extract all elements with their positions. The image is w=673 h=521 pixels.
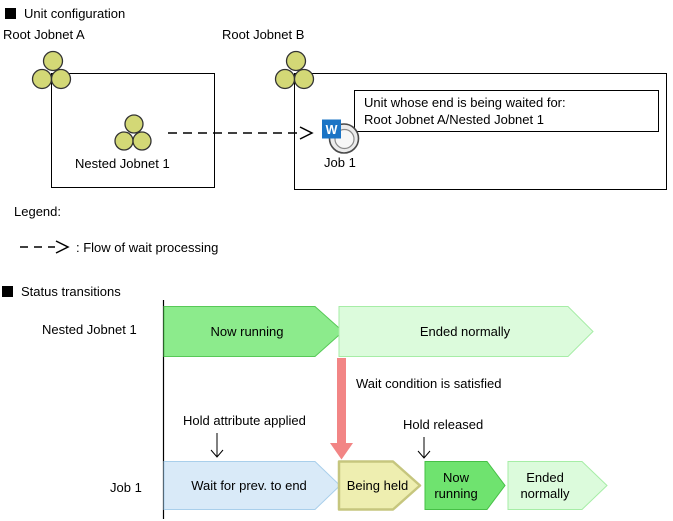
segment-ended-normally-job <box>507 461 608 510</box>
section-marker-icon <box>2 286 13 297</box>
callout-line2: Root Jobnet A/Nested Jobnet 1 <box>364 112 544 127</box>
status-transitions-heading-label: Status transitions <box>21 284 121 299</box>
annotation-hold-applied: Hold attribute applied <box>183 413 306 428</box>
job-icon: W <box>322 119 360 154</box>
segment-ended-normally-jobnet <box>338 306 594 357</box>
root-jobnet-b-label: Root Jobnet B <box>222 27 305 42</box>
segment-label-ended-normally-jobnet: Ended normally <box>419 323 511 339</box>
segment-label-ended-normally-job: Ended normally <box>520 469 570 501</box>
status-transitions-heading: Status transitions <box>2 284 121 299</box>
annotation-hold-released: Hold released <box>403 417 484 432</box>
hold-released-arrow <box>417 437 431 459</box>
segment-label-now-running-job: Now running <box>434 469 478 501</box>
wait-target-callout: Unit whose end is being waited for: Root… <box>354 90 659 132</box>
annotation-wait-satisfied: Wait condition is satisfied <box>356 376 502 391</box>
legend-wait-flow-arrow-icon <box>20 240 70 254</box>
legend-title: Legend: <box>14 204 61 219</box>
wait-badge-letter: W <box>326 123 338 137</box>
jobnet-icon <box>31 50 72 90</box>
segment-label-now-running-jobnet: Now running <box>210 323 284 339</box>
wait-flow-arrow <box>168 126 314 140</box>
segment-label-wait-for-prev: Wait for prev. to end <box>191 477 307 493</box>
job-label: Job 1 <box>324 155 356 170</box>
segment-being-held <box>337 460 422 511</box>
jobnet-icon <box>274 50 315 90</box>
unit-configuration-heading-label: Unit configuration <box>24 6 126 21</box>
segment-label-being-held: Being held <box>346 477 409 493</box>
section-marker-icon <box>5 8 16 19</box>
root-jobnet-a-label: Root Jobnet A <box>3 27 85 42</box>
row-label-job: Job 1 <box>110 480 142 495</box>
hold-applied-arrow <box>210 433 224 458</box>
nested-jobnet-icon <box>114 114 152 151</box>
segment-now-running-jobnet <box>163 306 344 357</box>
unit-configuration-heading: Unit configuration <box>5 6 125 21</box>
legend-wait-flow-label: : Flow of wait processing <box>76 240 219 255</box>
segment-now-running-job <box>424 461 506 510</box>
callout-line1: Unit whose end is being waited for: <box>364 95 566 110</box>
wait-badge-icon <box>322 119 341 139</box>
segment-wait-for-prev <box>163 461 341 510</box>
wait-condition-arrow <box>330 358 353 460</box>
row-label-nested-jobnet: Nested Jobnet 1 <box>42 322 137 337</box>
nested-jobnet-label: Nested Jobnet 1 <box>75 156 170 171</box>
